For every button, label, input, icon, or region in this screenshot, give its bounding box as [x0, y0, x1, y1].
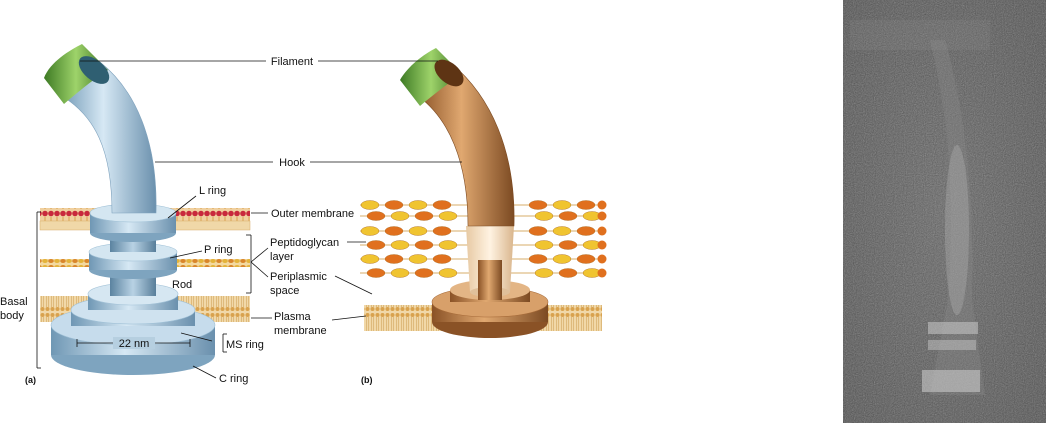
lipid-unit — [535, 269, 553, 278]
plasma-membrane-label: Plasma — [274, 311, 312, 323]
p-ring-label: P ring — [204, 244, 233, 256]
plasma-membrane-label-2: membrane — [274, 325, 327, 337]
micrograph-ring-3 — [922, 370, 980, 392]
lipid-unit — [439, 212, 457, 221]
lipid-unit — [367, 212, 385, 221]
panel-a-label: (a) — [25, 375, 36, 385]
lipid-unit — [559, 212, 577, 221]
lipid-unit — [439, 241, 457, 250]
lipid-unit — [535, 241, 553, 250]
lipid-unit — [439, 269, 457, 278]
lipid-end-cap — [598, 212, 607, 221]
lipid-unit — [415, 241, 433, 250]
lipid-unit — [553, 255, 571, 264]
lipid-end-cap — [598, 255, 607, 264]
lipid-unit — [529, 255, 547, 264]
lipid-unit — [385, 227, 403, 236]
ms-ring-label: MS ring — [226, 339, 264, 351]
lipid-end-cap — [598, 269, 607, 278]
rod-b — [478, 260, 502, 300]
lipid-unit — [559, 269, 577, 278]
micrograph-ring-1 — [928, 322, 978, 334]
lipid-unit — [553, 201, 571, 210]
lipid-unit — [385, 201, 403, 210]
lipid-unit — [433, 227, 451, 236]
periplasmic-label-2: space — [270, 285, 299, 297]
hook-label: Hook — [279, 157, 305, 169]
lipid-unit — [385, 255, 403, 264]
c-ring-label: C ring — [219, 373, 248, 385]
lipid-unit — [409, 255, 427, 264]
lipid-unit — [361, 255, 379, 264]
lipid-unit — [535, 212, 553, 221]
lipid-unit — [367, 241, 385, 250]
lipid-unit — [391, 241, 409, 250]
lipid-unit — [391, 212, 409, 221]
lipid-unit — [409, 227, 427, 236]
lipid-unit — [553, 227, 571, 236]
l-ring-label: L ring — [199, 185, 226, 197]
lipid-unit — [361, 227, 379, 236]
panel-b: (b) — [360, 48, 607, 385]
outer-membrane-label: Outer membrane — [271, 208, 354, 220]
lipid-unit — [577, 255, 595, 264]
lipid-end-cap — [598, 241, 607, 250]
lipid-unit — [433, 201, 451, 210]
lipid-end-cap — [598, 227, 607, 236]
panel-a: 22 nm Basal body L ring P ring Rod MS ri… — [0, 44, 264, 385]
lipid-unit — [367, 269, 385, 278]
scale-label: 22 nm — [119, 338, 150, 350]
basal-body-label-2: body — [0, 310, 24, 322]
periplasmic-label: Periplasmic — [270, 271, 327, 283]
lipid-unit — [361, 201, 379, 210]
micrograph-ring-2 — [928, 340, 976, 350]
peptidoglycan-label-2: layer — [270, 251, 294, 263]
lipid-unit — [409, 201, 427, 210]
lipid-unit — [415, 269, 433, 278]
lipid-unit — [577, 201, 595, 210]
electron-micrograph — [843, 0, 1046, 423]
lipid-unit — [577, 227, 595, 236]
lipid-unit — [559, 241, 577, 250]
lipid-unit — [415, 212, 433, 221]
lipid-unit — [529, 201, 547, 210]
basal-body-label: Basal — [0, 296, 28, 308]
lipid-unit — [391, 269, 409, 278]
peptidoglycan-label: Peptidoglycan — [270, 237, 339, 249]
rod-label: Rod — [172, 279, 192, 291]
lipid-unit — [529, 227, 547, 236]
lipid-unit — [433, 255, 451, 264]
lipid-end-cap — [598, 201, 607, 210]
panel-b-label: (b) — [361, 375, 373, 385]
filament-label: Filament — [271, 56, 313, 68]
